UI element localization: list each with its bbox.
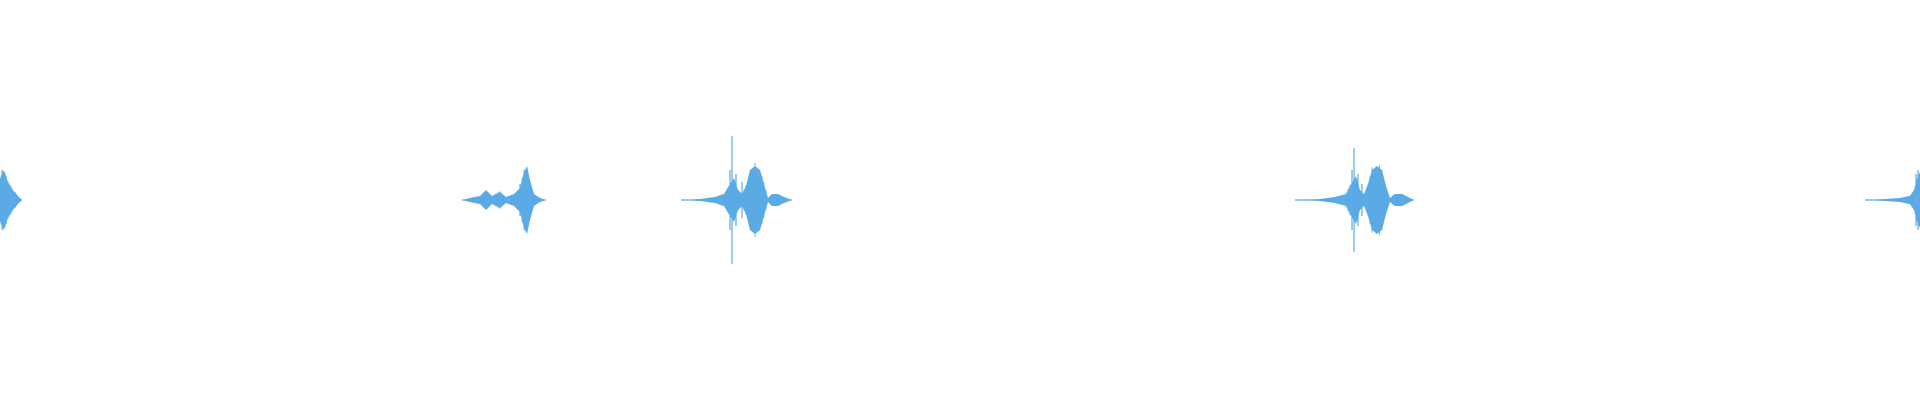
waveform-burst-1: [0, 170, 22, 230]
waveform-bursts: [0, 136, 1920, 264]
waveform-burst-3: [681, 136, 792, 264]
waveform-burst-2: [462, 166, 546, 234]
waveform-burst-4: [1295, 148, 1414, 252]
waveform-burst-5: [1865, 170, 1920, 230]
